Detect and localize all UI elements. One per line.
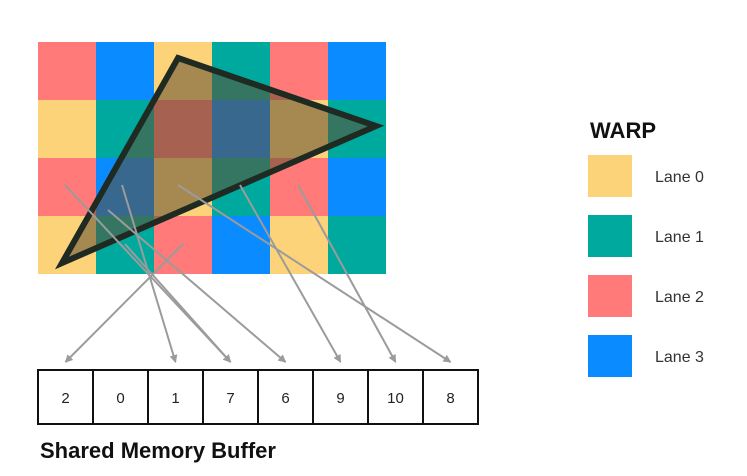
triangle-shape [54,54,385,270]
legend-swatch-lane-2 [588,275,632,317]
buffer-cell-1: 0 [116,390,124,407]
mapping-arrow-0 [64,243,184,363]
mapping-arrow-7 [107,209,287,363]
shared-memory-buffer: 2 0 1 7 6 9 10 8 [37,369,479,425]
grid-cell-r0-c1 [96,42,154,100]
buffer-title: Shared Memory Buffer [40,438,276,463]
buffer-cell-0: 2 [61,390,69,407]
grid-cell-r0-c0 [38,42,96,100]
legend-label-lane-2: Lane 2 [655,289,704,306]
legend-title: WARP [590,118,656,143]
buffer-cell-3: 7 [226,390,234,407]
mapping-arrow-3 [124,243,232,363]
grid-cell-r1-c0 [38,100,96,158]
grid-cell-r2-c5 [328,158,386,216]
mapping-arrow-2 [121,184,178,363]
legend-swatch-lane-1 [588,215,632,257]
buffer-cell-4: 6 [281,390,289,407]
buffer-cell-5: 9 [336,390,344,407]
legend-label-lane-1: Lane 1 [655,229,704,246]
mapping-arrow-4 [239,184,342,363]
mapping-arrow-5 [297,184,397,363]
mapping-arrow-6 [177,184,452,363]
legend-label-lane-0: Lane 0 [655,169,704,186]
buffer-cell-7: 8 [446,390,454,407]
legend-swatch-lane-3 [588,335,632,377]
arrows [64,184,452,363]
legend-label-lane-3: Lane 3 [655,349,704,366]
buffer-cell-6: 10 [387,390,404,407]
grid-cell-r3-c5 [328,216,386,274]
legend-swatch-lane-0 [588,155,632,197]
grid-cell-r3-c3 [212,216,270,274]
grid-cell-r0-c5 [328,42,386,100]
buffer-cell-2: 1 [171,390,179,407]
warp-legend: WARP Lane 0 Lane 1 Lane 2 Lane 3 [588,118,704,377]
